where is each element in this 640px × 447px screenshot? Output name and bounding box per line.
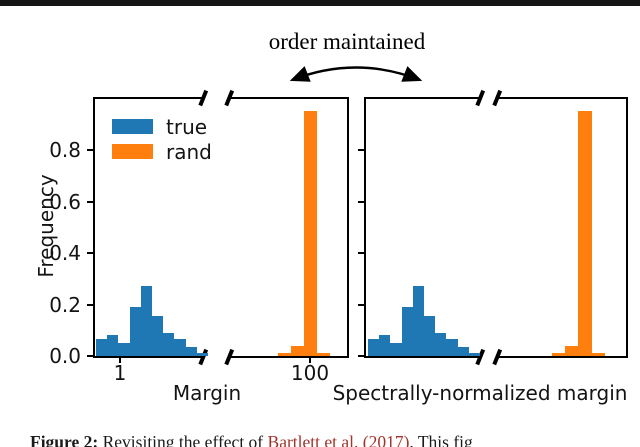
hist-bar-true: [368, 339, 380, 356]
y-tick-label: 0.4: [49, 241, 81, 265]
hist-bar-true: [152, 316, 164, 356]
caption-suffix: . This fig: [409, 432, 473, 447]
plot-right-spine: [347, 97, 349, 358]
hist-bar-rand: [317, 353, 330, 356]
legend-swatch-true: [112, 119, 153, 134]
x-axis-label-spectrally-normalized-margin: Spectrally-normalized margin: [332, 381, 628, 405]
y-tick-label: 0.6: [49, 189, 81, 214]
figure-caption: Figure 2: Revisiting the effect of Bartl…: [30, 432, 640, 447]
hist-bar-true: [424, 316, 436, 356]
hist-bar-rand: [552, 353, 566, 356]
hist-bar-true: [468, 353, 480, 356]
y-tick: [358, 252, 364, 254]
plot-left-spine: [93, 97, 95, 358]
legend-row-true: true: [112, 114, 212, 139]
y-tick: [87, 355, 93, 357]
hist-bar-true: [140, 286, 152, 356]
hist-bar-true: [457, 346, 469, 356]
y-tick: [358, 200, 364, 203]
hist-bar-rand: [578, 111, 592, 356]
legend-row-rand: rand: [112, 139, 212, 164]
x-tick-label: 100: [290, 361, 330, 385]
hist-bar-true: [163, 332, 175, 356]
x-tick: [119, 358, 121, 363]
plot-bottom-edge-left: [364, 356, 480, 358]
hist-bar-rand: [304, 111, 317, 356]
plot-left-spine: [364, 97, 366, 358]
x-tick-label: 1: [113, 361, 127, 385]
plot-top-edge-left: [364, 97, 480, 99]
caption-figure-number: Figure 2:: [30, 432, 99, 447]
plot-right-spine: [626, 97, 628, 358]
y-tick: [358, 355, 364, 357]
axis-break-mark: [475, 348, 485, 366]
hist-bar-rand: [278, 353, 291, 356]
hist-bar-true: [129, 307, 141, 356]
y-tick: [87, 303, 93, 306]
hist-bar-true: [435, 332, 447, 356]
legend-label-true: true: [166, 114, 208, 139]
hist-bar-true: [174, 339, 186, 356]
legend-label-rand: rand: [166, 139, 212, 164]
top-rule: [0, 0, 640, 6]
hist-bar-rand: [565, 345, 579, 356]
y-tick: [87, 200, 93, 203]
y-tick-label: 0.8: [49, 138, 81, 162]
y-tick-label: 0.2: [49, 292, 81, 317]
axis-break-mark: [198, 348, 208, 366]
plot-bottom-edge-right: [229, 356, 349, 358]
axis-break-mark: [475, 89, 485, 107]
hist-bar-true: [185, 346, 197, 356]
hist-bar-true: [446, 339, 458, 356]
x-axis-label-margin: Margin: [172, 381, 242, 405]
x-tick: [309, 358, 311, 363]
hist-bar-true: [379, 335, 391, 356]
legend: true rand: [112, 114, 212, 164]
annotation-order-maintained: order maintained: [268, 29, 426, 54]
y-tick: [87, 252, 93, 254]
plot-top-edge-right: [497, 97, 628, 99]
hist-bar-true: [412, 286, 424, 356]
curved-double-arrow-icon: [289, 66, 423, 82]
hist-bar-rand: [291, 345, 304, 356]
axis-break-mark: [198, 89, 208, 107]
hist-bar-true: [107, 335, 119, 356]
hist-bar-true: [96, 339, 108, 356]
plot-top-edge-right: [229, 97, 349, 99]
plot-top-edge-left: [93, 97, 203, 99]
y-axis-label: Frequency: [34, 174, 58, 278]
legend-swatch-rand: [112, 144, 153, 159]
plot-bottom-edge-left: [93, 356, 203, 358]
y-tick-label: 0.0: [49, 344, 81, 368]
y-tick: [358, 149, 364, 151]
hist-bar-rand: [591, 353, 605, 356]
plot-bottom-edge-right: [497, 356, 628, 358]
hist-bar-true: [390, 343, 402, 356]
hist-bar-true: [196, 353, 208, 356]
caption-body: Revisiting the effect of: [98, 432, 268, 447]
y-tick: [358, 303, 364, 306]
y-tick: [87, 149, 93, 151]
hist-bar-true: [401, 307, 413, 356]
caption-citation-link[interactable]: Bartlett et al. (2017): [267, 432, 410, 447]
hist-bar-true: [118, 343, 130, 356]
